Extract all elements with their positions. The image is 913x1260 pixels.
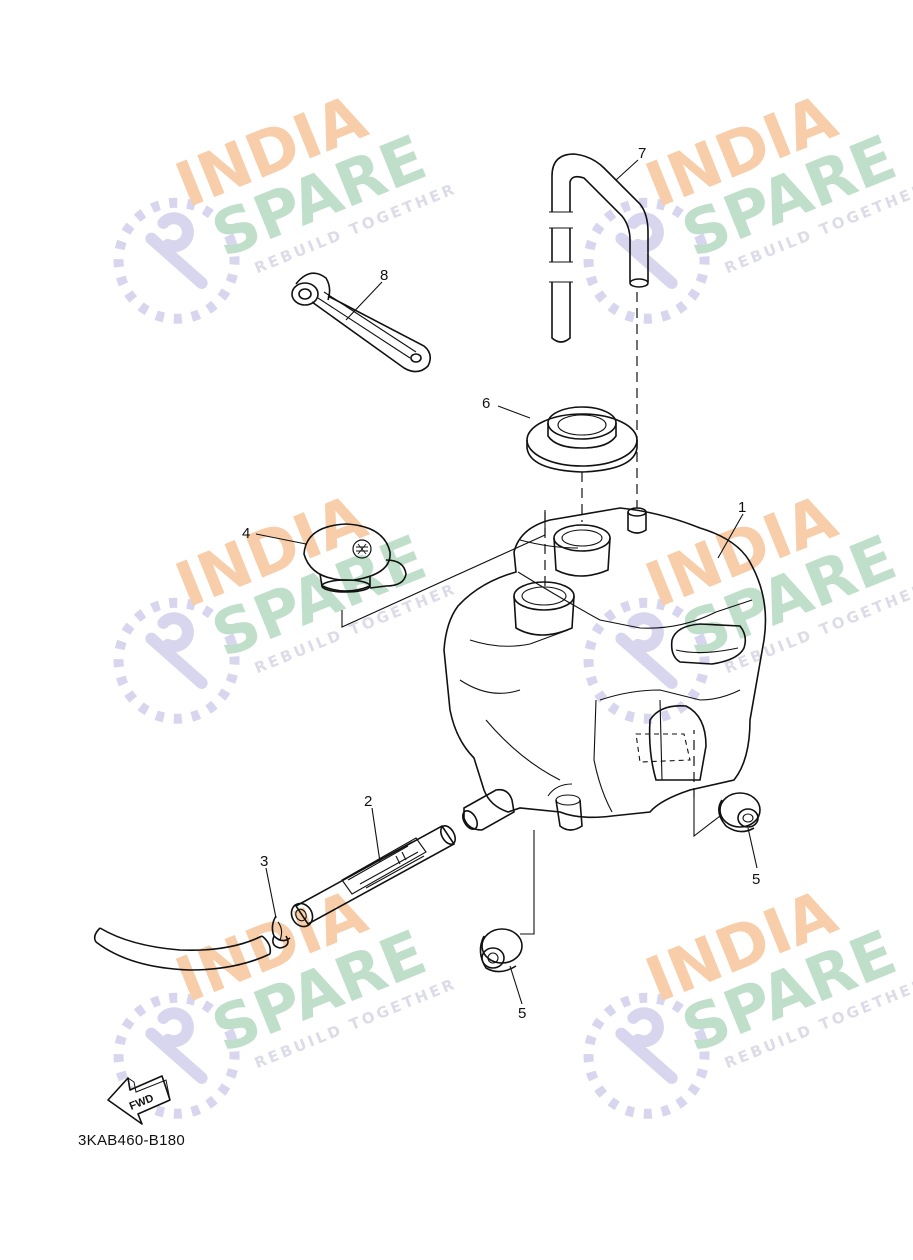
watermark-group: INDIA SPARE REBUILD TOGETHER INDIA SPARE… <box>113 80 913 1119</box>
part-5-damper-left <box>479 928 523 973</box>
damper-left-guide-line <box>520 830 535 935</box>
cap-filler-guide-line <box>341 510 546 628</box>
callout-4: 4 <box>242 525 250 542</box>
watermark-logo: INDIA SPARE REBUILD TOGETHER <box>583 80 913 324</box>
damper-right-guide-line <box>693 798 721 838</box>
wrench-icon <box>583 597 710 724</box>
yamaha-emblem-icon <box>352 539 372 559</box>
part-4-tank-cap <box>303 523 407 593</box>
wrench-icon <box>583 992 710 1119</box>
part-7-breather-hose <box>549 153 649 343</box>
part-2-fuel-cock-strainer <box>290 788 515 928</box>
part-5-damper-right <box>718 792 761 833</box>
callout-3: 3 <box>260 853 268 870</box>
callout-7: 7 <box>638 145 646 162</box>
callout-1: 1 <box>738 499 746 516</box>
callout-8: 8 <box>380 267 388 284</box>
wrench-icon <box>113 197 240 324</box>
fwd-arrow-icon: FWD <box>107 1075 171 1125</box>
callout-leaders <box>255 159 758 1005</box>
watermark-logo: INDIA SPARE REBUILD TOGETHER <box>583 480 913 724</box>
watermark-logo: INDIA SPARE REBUILD TOGETHER <box>113 80 459 324</box>
callout-5-left: 5 <box>518 1005 526 1022</box>
part-8-cap-holder-strap <box>291 272 432 373</box>
fuel-hose <box>93 927 272 971</box>
callout-5-right: 5 <box>752 871 760 888</box>
wrench-icon <box>113 597 240 724</box>
part-3-hose-clip <box>271 915 291 949</box>
callout-2: 2 <box>364 793 372 810</box>
watermark-logo: INDIA SPARE REBUILD TOGETHER <box>583 875 913 1119</box>
callout-6: 6 <box>482 395 490 412</box>
wrench-icon <box>113 992 240 1119</box>
diagram-code: 3KAB460-B180 <box>78 1132 186 1149</box>
part-6-grommet <box>526 406 638 473</box>
part-1-fuel-tank <box>443 507 767 831</box>
